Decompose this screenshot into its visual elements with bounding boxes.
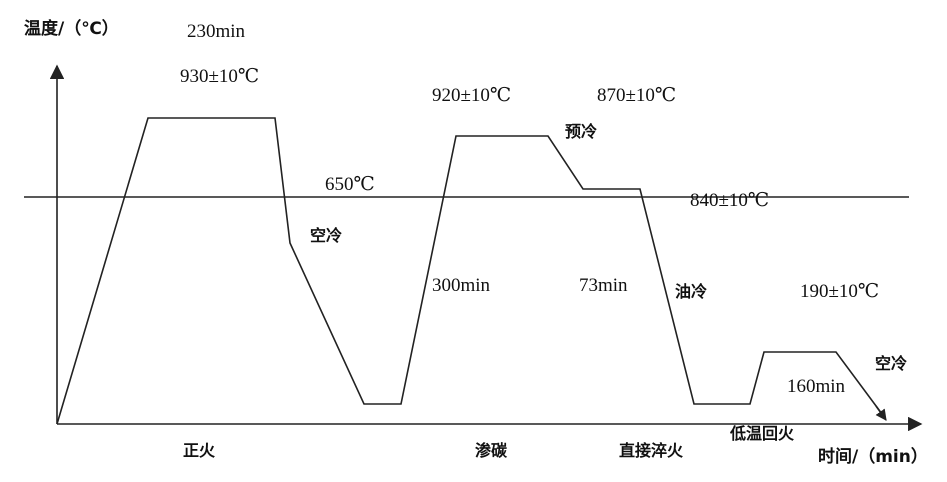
end-arrow xyxy=(875,405,887,421)
precool-temperature: 870±10℃ xyxy=(597,85,676,106)
low-temp-temper-label: 低温回火 xyxy=(729,424,795,443)
x-axis-title: 时间/（min） xyxy=(818,446,928,467)
carburizing-time: 300min xyxy=(432,275,491,296)
air-cool-label-1: 空冷 xyxy=(310,226,342,245)
direct-quench-label: 直接淬火 xyxy=(619,441,684,460)
precool-label: 预冷 xyxy=(565,122,597,141)
precool-time: 73min xyxy=(579,275,628,296)
normalizing-temperature: 930±10℃ xyxy=(180,66,259,87)
y-axis-title: 温度/（℃） xyxy=(24,18,119,39)
reference-line-label: 650℃ xyxy=(325,174,375,195)
quench-temperature: 840±10℃ xyxy=(690,190,769,211)
temper-time: 160min xyxy=(787,376,846,397)
carburizing-label: 渗碳 xyxy=(475,441,508,460)
carburizing-temperature: 920±10℃ xyxy=(432,85,511,106)
process-curve xyxy=(56,117,883,425)
air-cool-label-2: 空冷 xyxy=(875,354,907,373)
temper-temperature: 190±10℃ xyxy=(800,281,879,302)
normalizing-time: 230min xyxy=(187,21,246,42)
normalizing-label: 正火 xyxy=(183,441,216,460)
oil-cool-label: 油冷 xyxy=(675,282,707,301)
